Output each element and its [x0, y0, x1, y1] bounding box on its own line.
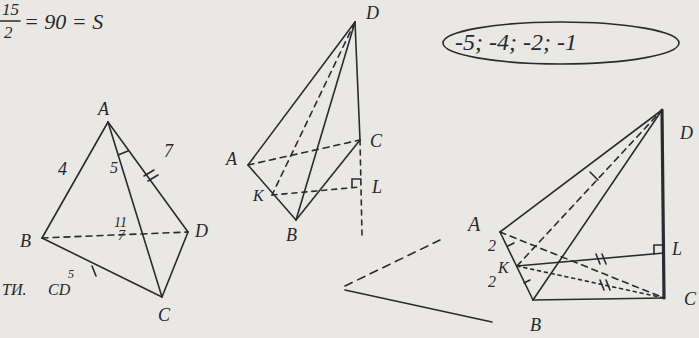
point-label: 5	[110, 160, 118, 176]
point-label: C	[684, 290, 696, 308]
point-label: A	[226, 150, 237, 168]
point-label: B	[530, 316, 541, 334]
answer-text: -5; -4; -2; -1	[455, 30, 577, 54]
point-label: CD	[48, 282, 70, 298]
point-label: 7	[118, 229, 125, 243]
point-label: D	[195, 222, 208, 240]
formula-text: 15	[2, 1, 19, 18]
point-label: D	[366, 4, 379, 22]
point-label: L	[372, 178, 382, 196]
point-label: K	[498, 260, 509, 276]
point-label: C	[158, 306, 170, 324]
formula-text: = 90 = S	[24, 11, 103, 33]
point-label: A	[98, 100, 109, 118]
point-label: 2	[488, 238, 496, 254]
point-label: D	[680, 124, 693, 142]
point-label: 11	[114, 216, 127, 230]
formula-text: 2	[4, 24, 13, 41]
point-label: 2	[488, 274, 496, 290]
point-label: ТИ.	[2, 282, 26, 298]
point-label: 7	[164, 142, 173, 160]
point-label: 4	[58, 160, 67, 178]
point-label: C	[370, 132, 382, 150]
point-label: A	[468, 214, 480, 234]
point-label: L	[672, 240, 682, 258]
point-label: K	[253, 188, 264, 204]
point-label: B	[286, 226, 297, 244]
point-label: 5	[68, 268, 74, 280]
point-label: B	[20, 232, 31, 250]
